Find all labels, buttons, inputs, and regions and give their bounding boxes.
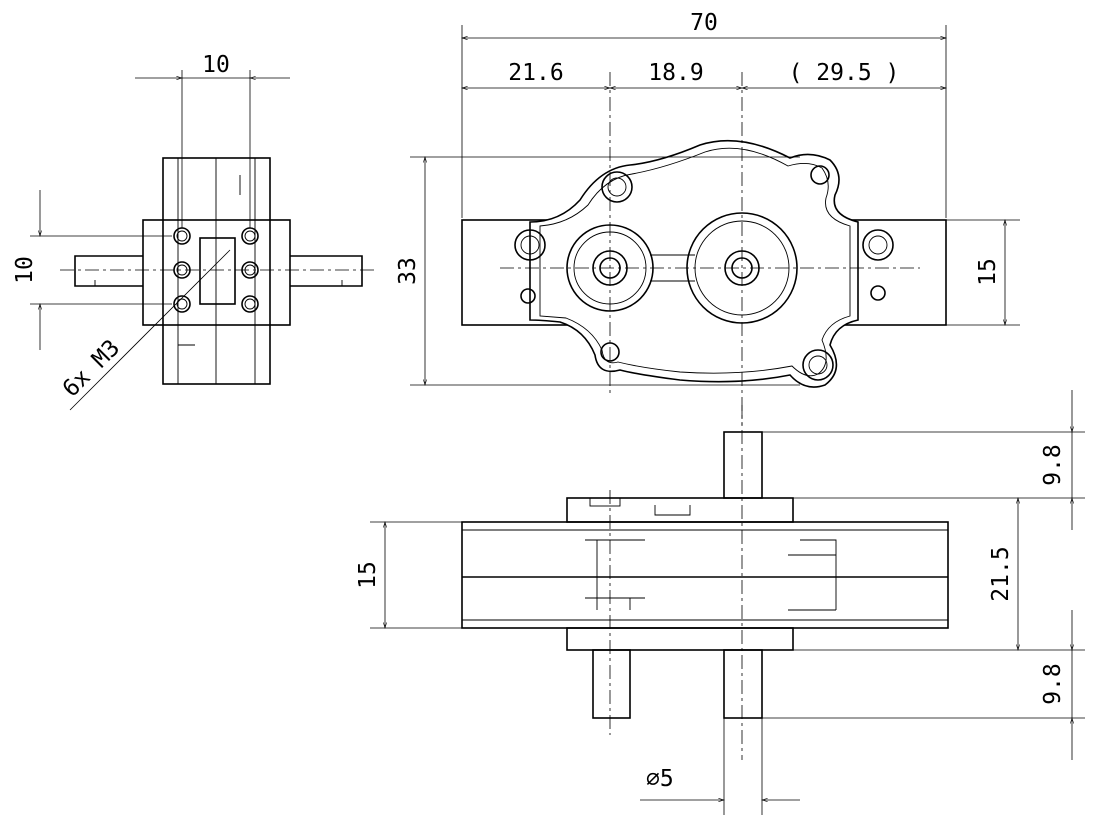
top-view: 70 21.6 18.9 ( 29.5 ) 33 15 xyxy=(395,10,1020,425)
dim-shaft-bottom-length: 9.8 xyxy=(1040,663,1066,705)
leader-line xyxy=(69,249,231,411)
lower-gearbox xyxy=(566,627,794,651)
dim-shaft-top-length: 9.8 xyxy=(1040,444,1066,486)
dim-plate-height: 15 xyxy=(975,258,1001,286)
dim-overall-width: 70 xyxy=(690,10,718,36)
dim-shaft-diameter: ⌀5 xyxy=(646,766,674,792)
dim-height: 33 xyxy=(395,257,421,285)
shaft-bottom-left xyxy=(592,649,631,719)
front-plate xyxy=(461,521,949,629)
shaft-top xyxy=(723,431,763,499)
dim-segment-left: 21.6 xyxy=(508,60,563,86)
thread-callout: 6x M3 xyxy=(58,335,125,402)
gear-housing xyxy=(529,139,859,388)
dim-segment-middle: 18.9 xyxy=(648,60,703,86)
side-mount-block xyxy=(142,219,291,326)
shaft-bottom-right xyxy=(723,649,763,719)
side-window xyxy=(199,237,236,305)
dim-front-plate-height: 15 xyxy=(355,561,381,589)
dim-hole-spacing-h: 10 xyxy=(202,52,230,78)
dim-body-height: 21.5 xyxy=(988,546,1014,601)
side-view: 10 10 6x M3 xyxy=(12,52,378,411)
dim-hole-spacing-v: 10 xyxy=(12,256,38,284)
upper-gearbox xyxy=(566,497,794,523)
side-body xyxy=(162,157,271,385)
side-shaft xyxy=(74,255,363,287)
front-view: 9.8 21.5 9.8 15 ⌀5 xyxy=(355,390,1085,815)
dim-segment-right: ( 29.5 ) xyxy=(789,60,900,86)
